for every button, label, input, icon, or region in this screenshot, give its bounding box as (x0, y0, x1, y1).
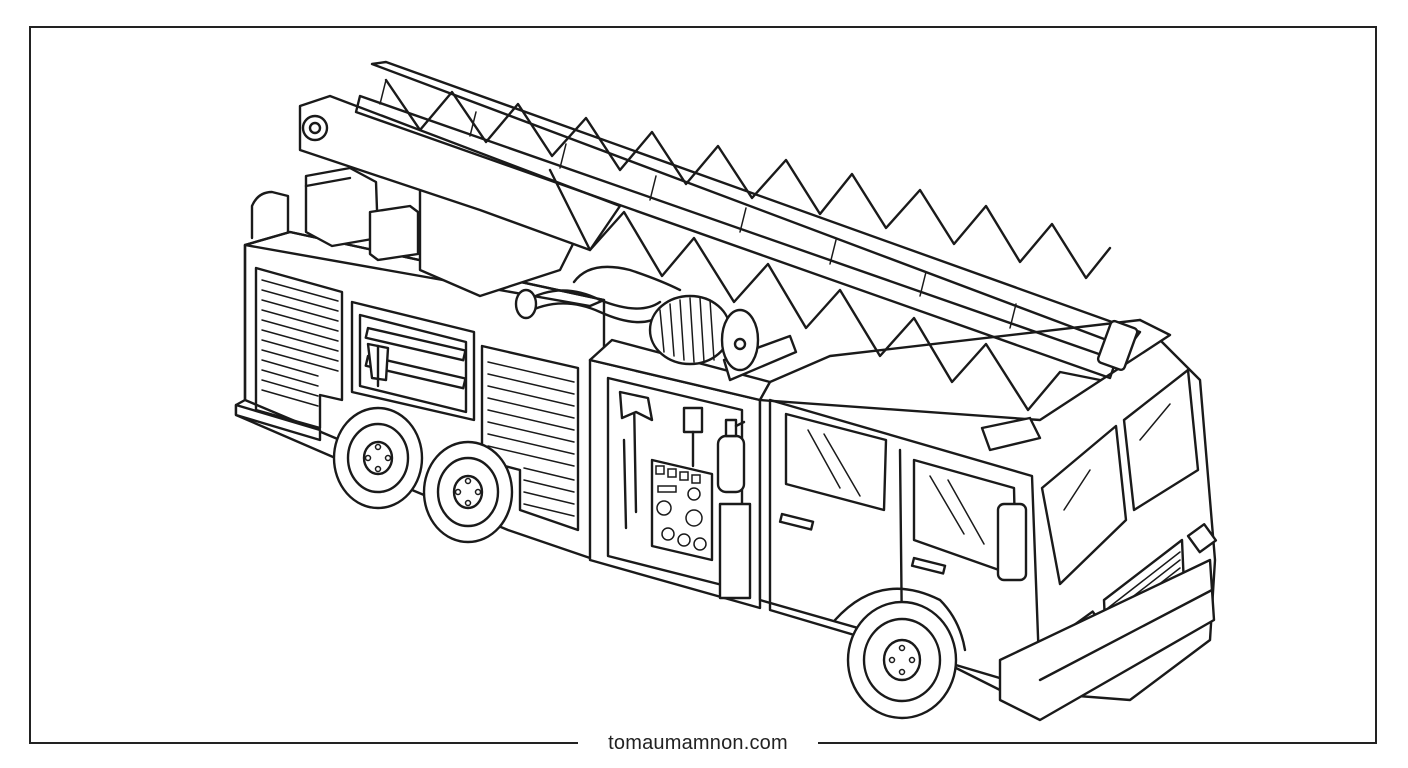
truck-rear-body (234, 230, 606, 560)
rear-wheel-1 (332, 406, 424, 510)
roof-handrail (250, 190, 290, 240)
equipment-panel (588, 338, 772, 610)
aerial-ladder (354, 60, 1142, 412)
website-credit[interactable]: tomaumamnon.com (608, 732, 788, 754)
rear-wheel-2 (422, 440, 514, 544)
rear-shutter (254, 266, 344, 430)
truck-cab (758, 318, 1218, 722)
tool-compartment (350, 300, 476, 422)
front-wheel (833, 587, 967, 720)
turntable-base (304, 166, 582, 298)
hose-reel (514, 265, 798, 382)
